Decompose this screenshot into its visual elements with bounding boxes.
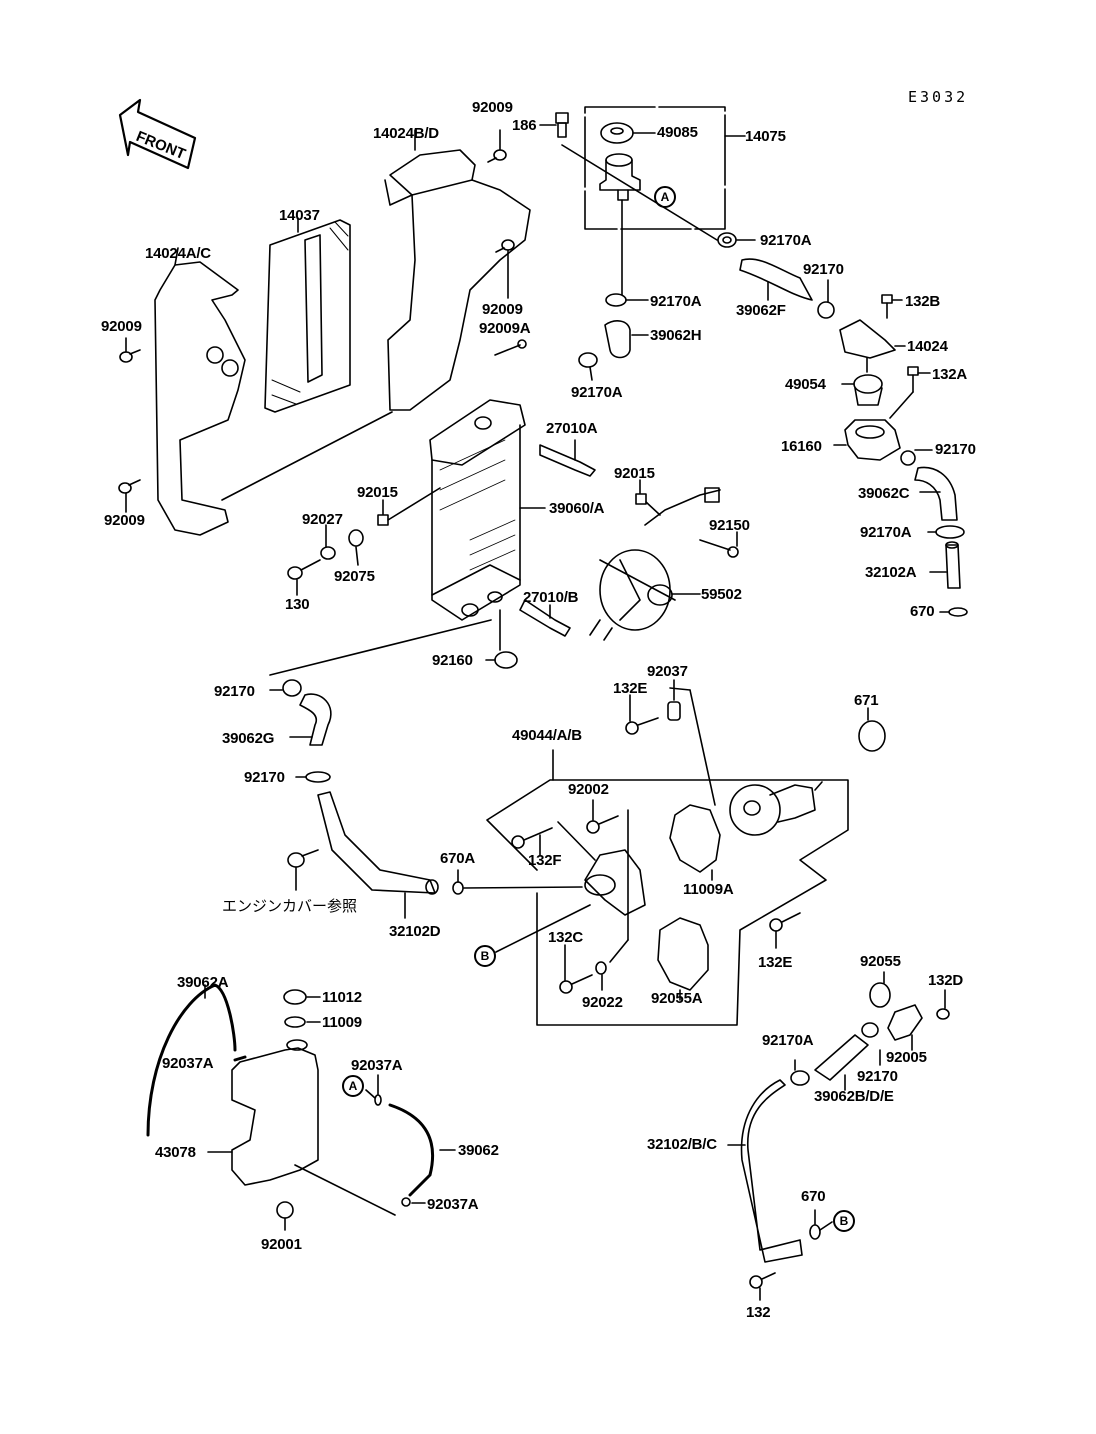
shroud-14024bd-icon bbox=[385, 130, 530, 410]
fan-motor-59502-icon bbox=[590, 488, 738, 640]
part-label: 670 bbox=[801, 1188, 826, 1205]
part-label: 92002 bbox=[568, 781, 609, 798]
part-label: 39062B/D/E bbox=[814, 1088, 894, 1105]
part-label: 670 bbox=[910, 603, 935, 620]
part-label: 14037 bbox=[279, 207, 320, 224]
part-label: 132A bbox=[932, 366, 968, 383]
part-label: 92001 bbox=[261, 1236, 302, 1253]
part-label: 92009 bbox=[101, 318, 142, 335]
part-label: 186 bbox=[512, 117, 537, 134]
part-label: 132E bbox=[613, 680, 648, 697]
part-label: 92037A bbox=[162, 1055, 214, 1072]
part-label: 16160 bbox=[781, 438, 822, 455]
part-label: 92160 bbox=[432, 652, 473, 669]
part-label: 92009A bbox=[479, 320, 531, 337]
part-label: 670A bbox=[440, 850, 476, 867]
part-label: 92055A bbox=[651, 990, 703, 1007]
front-arrow-icon bbox=[120, 100, 195, 168]
part-label: 92170A bbox=[571, 384, 623, 401]
pipe-32102d-icon bbox=[318, 792, 438, 918]
part-label: 39062G bbox=[222, 730, 275, 747]
part-label: 49085 bbox=[657, 124, 698, 141]
part-label: 130 bbox=[285, 596, 310, 613]
part-label: 132E bbox=[758, 954, 793, 971]
part-label: 92170 bbox=[857, 1068, 898, 1085]
part-label: 11009 bbox=[322, 1014, 362, 1031]
reservoir-tank-43078-icon bbox=[208, 1040, 395, 1215]
part-label: 92037A bbox=[427, 1196, 479, 1213]
radiator-cap-icon bbox=[601, 123, 655, 143]
part-label: 92170 bbox=[935, 441, 976, 458]
part-label: 32102A bbox=[865, 564, 917, 581]
part-label: 27010A bbox=[546, 420, 598, 437]
part-label: 14024A/C bbox=[145, 245, 211, 262]
part-label: 92015 bbox=[614, 465, 655, 482]
part-label: 39062 bbox=[458, 1142, 499, 1159]
part-label: 92015 bbox=[357, 484, 398, 501]
part-label: 92150 bbox=[709, 517, 750, 534]
part-label: 92170 bbox=[214, 683, 255, 700]
part-label: 39062C bbox=[858, 485, 910, 502]
part-label: 49054 bbox=[785, 376, 826, 393]
oring-92055a-icon bbox=[658, 918, 708, 990]
part-label: 92037 bbox=[647, 663, 688, 680]
part-label: 39062F bbox=[736, 302, 786, 319]
callout-a: A bbox=[342, 1075, 364, 1097]
part-label: 14024B/D bbox=[373, 125, 439, 142]
filler-neck-icon bbox=[600, 154, 640, 295]
part-label: 92170 bbox=[803, 261, 844, 278]
part-label: 132B bbox=[905, 293, 941, 310]
part-label: 92170A bbox=[860, 524, 912, 541]
bolt-186-icon bbox=[540, 113, 717, 240]
part-label: 92055 bbox=[860, 953, 901, 970]
part-label: 43078 bbox=[155, 1144, 196, 1161]
part-label: 92170A bbox=[762, 1032, 814, 1049]
part-label: 132D bbox=[928, 972, 964, 989]
callout-b: B bbox=[474, 945, 496, 967]
engine-cover-reference-note: エンジンカバー参照 bbox=[222, 897, 358, 915]
radiator-screen-14037-icon bbox=[265, 218, 350, 412]
part-label: 39062A bbox=[177, 974, 229, 991]
part-label: 49044/A/B bbox=[512, 727, 582, 744]
part-label: 92170A bbox=[760, 232, 812, 249]
part-label: 92170A bbox=[650, 293, 702, 310]
part-label: 11009A bbox=[683, 881, 734, 898]
part-label: 11012 bbox=[322, 989, 362, 1006]
part-label: 92009 bbox=[482, 301, 523, 318]
callout-a: A bbox=[654, 186, 676, 208]
part-label: 59502 bbox=[701, 586, 742, 603]
part-label: 39060/A bbox=[549, 500, 605, 517]
callout-b: B bbox=[833, 1210, 855, 1232]
gasket-11009a-icon bbox=[670, 805, 720, 872]
diagram-code: E3032 bbox=[908, 88, 969, 106]
part-label: 92005 bbox=[886, 1049, 927, 1066]
part-label: 39062H bbox=[650, 327, 702, 344]
kit-boundary-49044 bbox=[487, 780, 848, 1025]
pipe-32102bc-icon bbox=[728, 1080, 802, 1262]
pump-cover-icon bbox=[585, 850, 645, 915]
part-label: 92027 bbox=[302, 511, 343, 528]
part-label: 14075 bbox=[745, 128, 786, 145]
part-label: 92037A bbox=[351, 1057, 403, 1074]
oring-671-icon bbox=[859, 721, 885, 751]
part-label: 32102D bbox=[389, 923, 441, 940]
part-label: 132 bbox=[746, 1304, 771, 1321]
part-label: 32102/B/C bbox=[647, 1136, 717, 1153]
pump-impeller-icon bbox=[730, 782, 822, 835]
part-label: 132C bbox=[548, 929, 584, 946]
kit-box-14075 bbox=[585, 107, 725, 229]
part-label: 132F bbox=[528, 852, 562, 869]
shroud-14024ac-icon bbox=[155, 248, 245, 535]
part-label: 92170 bbox=[244, 769, 285, 786]
part-label: 14024 bbox=[907, 338, 948, 355]
part-label: 92009 bbox=[104, 512, 145, 529]
part-label: 92075 bbox=[334, 568, 375, 585]
part-label: 92009 bbox=[472, 99, 513, 116]
part-label: 27010/B bbox=[523, 589, 579, 606]
radiator-39060-icon bbox=[270, 400, 545, 675]
bolt-92009-icon bbox=[488, 130, 526, 355]
part-label: 671 bbox=[854, 692, 879, 709]
part-label: 92022 bbox=[582, 994, 623, 1011]
